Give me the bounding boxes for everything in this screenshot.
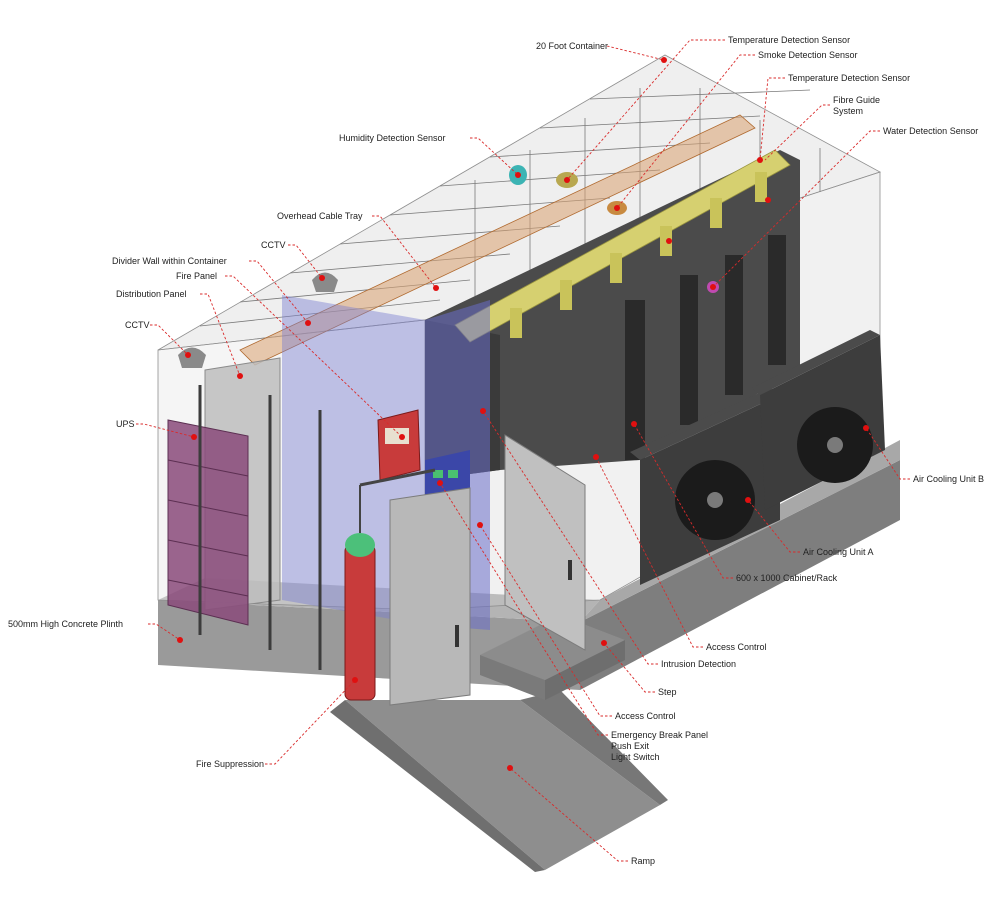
label-temp-sensor-2: Temperature Detection Sensor <box>788 73 910 83</box>
air-cooling-unit-a <box>630 388 780 585</box>
step <box>480 615 625 700</box>
label-ramp: Ramp <box>631 856 655 866</box>
label-ups: UPS <box>116 419 135 429</box>
shelving-frame <box>198 385 322 670</box>
label-divider-wall: Divider Wall within Container <box>112 256 227 266</box>
label-air-cooling-a: Air Cooling Unit A <box>803 547 874 557</box>
label-intrusion-detection: Intrusion Detection <box>661 659 736 669</box>
label-distribution-panel: Distribution Panel <box>116 289 187 299</box>
label-cctv-upper: CCTV <box>261 240 286 250</box>
callout-labels: 20 Foot Container Temperature Detection … <box>8 35 984 866</box>
cctv-upper-icon <box>312 272 338 292</box>
label-cabinet-rack: 600 x 1000 Cabinet/Rack <box>736 573 838 583</box>
label-water-sensor: Water Detection Sensor <box>883 126 978 136</box>
entry-door <box>389 434 586 706</box>
label-cable-tray: Overhead Cable Tray <box>277 211 363 221</box>
label-plinth: 500mm High Concrete Plinth <box>8 619 123 629</box>
label-emergency-1: Emergency Break Panel <box>611 730 708 740</box>
label-smoke-sensor: Smoke Detection Sensor <box>758 50 858 60</box>
ups-unit <box>167 419 249 626</box>
label-air-cooling-b: Air Cooling Unit B <box>913 474 984 484</box>
fire-suppression-cylinder <box>344 468 436 701</box>
label-fibre-guide-1: Fibre Guide <box>833 95 880 105</box>
air-cooling-unit-b <box>752 330 885 510</box>
label-emergency-2: Push Exit <box>611 741 650 751</box>
label-fire-panel: Fire Panel <box>176 271 217 281</box>
label-access-control-right: Access Control <box>706 642 767 652</box>
label-cctv-left: CCTV <box>125 320 150 330</box>
label-emergency-3: Light Switch <box>611 752 660 762</box>
label-temp-sensor-1: Temperature Detection Sensor <box>728 35 850 45</box>
marker-dots <box>177 57 869 771</box>
label-access-control-door: Access Control <box>615 711 676 721</box>
label-step: Step <box>658 687 677 697</box>
ramp <box>330 690 668 872</box>
label-fire-suppression: Fire Suppression <box>196 759 264 769</box>
leader-lines <box>136 39 910 862</box>
label-humidity-sensor: Humidity Detection Sensor <box>339 133 446 143</box>
overhead-cable-tray <box>239 114 756 366</box>
fire-panel <box>377 409 421 481</box>
label-container: 20 Foot Container <box>536 41 608 51</box>
label-fibre-guide-2: System <box>833 106 863 116</box>
